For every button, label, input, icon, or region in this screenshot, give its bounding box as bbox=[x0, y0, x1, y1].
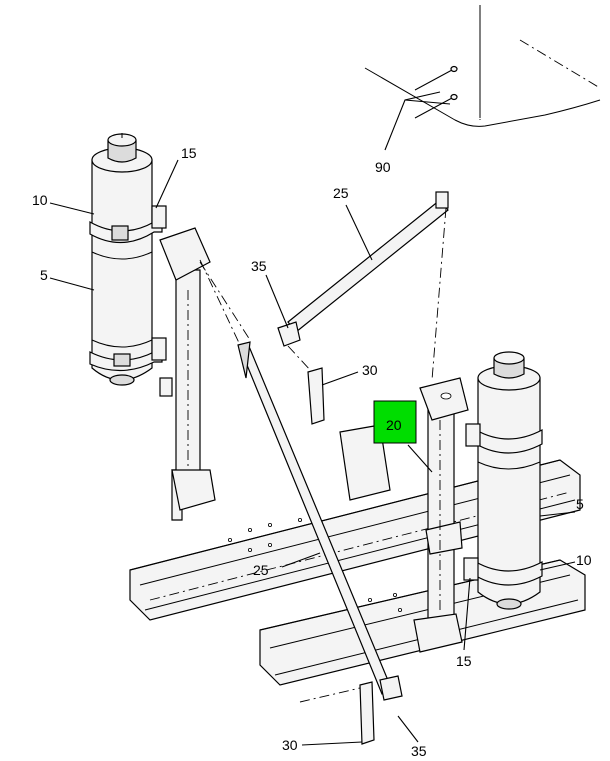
callout-leaders bbox=[49, 91, 576, 746]
callout-30-bottom: 30 bbox=[282, 737, 298, 753]
callout-5-right: 5 bbox=[576, 496, 584, 512]
muffler-right bbox=[477, 351, 541, 610]
callout-5-left: 5 bbox=[40, 267, 48, 283]
clamp-left-upper bbox=[89, 205, 167, 244]
callout-35-top: 35 bbox=[251, 258, 267, 274]
bolt-90-upper bbox=[414, 65, 458, 91]
callout-25-top: 25 bbox=[333, 185, 349, 201]
callout-15-left: 15 bbox=[181, 145, 197, 161]
callout-25-bottom: 25 bbox=[253, 562, 269, 578]
callout-30-mid: 30 bbox=[362, 362, 378, 378]
highlight-box-20 bbox=[373, 400, 417, 444]
rod-25-upper bbox=[287, 191, 449, 381]
clamp-right-upper bbox=[465, 423, 543, 454]
callout-90: 90 bbox=[375, 159, 391, 175]
callout-10-right: 10 bbox=[576, 552, 592, 568]
muffler-left bbox=[91, 133, 153, 386]
bracket-35-bottom bbox=[379, 675, 403, 701]
bracket-30-bottom bbox=[359, 681, 375, 745]
frame-crossmember bbox=[339, 424, 391, 501]
clamp-left-lower bbox=[89, 337, 173, 397]
cab-corner bbox=[364, 5, 601, 127]
callout-20: 20 bbox=[386, 417, 402, 433]
callout-35-bottom: 35 bbox=[411, 743, 427, 759]
bracket-35-top bbox=[277, 321, 313, 373]
callout-10-left: 10 bbox=[32, 192, 48, 208]
bolt-90-lower bbox=[414, 93, 458, 119]
callout-15-right: 15 bbox=[456, 653, 472, 669]
bracket-30-mid bbox=[307, 367, 325, 425]
clamp-right-lower bbox=[463, 557, 543, 586]
bracket-left bbox=[159, 227, 216, 521]
bracket-right bbox=[413, 377, 469, 653]
